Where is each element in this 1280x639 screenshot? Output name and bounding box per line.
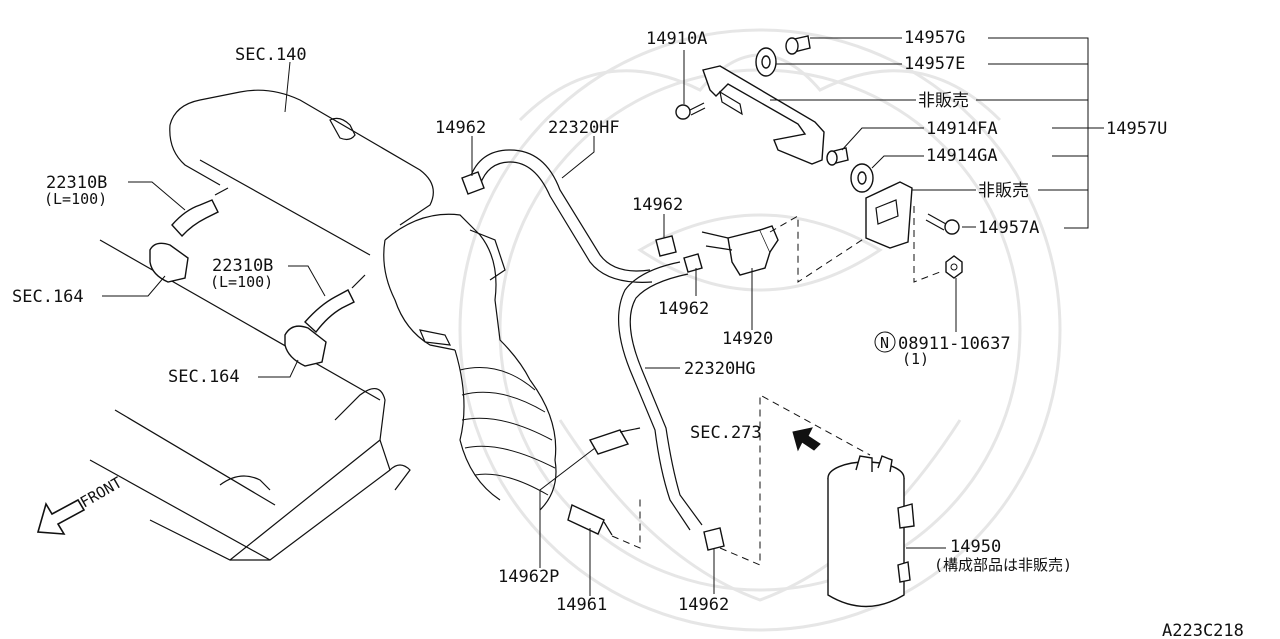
hose-22310b-lower bbox=[304, 274, 366, 334]
hose-22320hg bbox=[618, 261, 703, 531]
label-22320hg: 22320HG bbox=[684, 359, 756, 379]
label-08911-quantity: (1) bbox=[902, 350, 929, 368]
charcoal-canister-14950 bbox=[827, 455, 915, 608]
label-14962-bottom: 14962 bbox=[678, 595, 729, 615]
clamp-14962-top bbox=[461, 171, 485, 195]
guide-clip-dashed bbox=[611, 495, 641, 549]
arrow-sec273-icon bbox=[792, 427, 821, 452]
label-14962p: 14962P bbox=[498, 567, 559, 587]
leader-lines bbox=[102, 37, 1104, 596]
label-front: FRONT bbox=[77, 473, 125, 511]
hose-22320hf bbox=[469, 149, 653, 283]
label-08911-10637: 08911-10637 bbox=[898, 334, 1011, 354]
guide-nut-dashed bbox=[913, 206, 941, 283]
clamp-14962-bottom bbox=[703, 527, 725, 551]
label-sec164-upper: SEC.164 bbox=[12, 287, 84, 307]
label-22310b-upper-length: (L=100) bbox=[44, 190, 107, 208]
clamp-14962-mid bbox=[655, 235, 677, 257]
label-14962-top: 14962 bbox=[435, 118, 486, 138]
clamp-14962-low bbox=[683, 253, 703, 273]
clip-14961 bbox=[567, 504, 613, 536]
grommet-14914ga bbox=[850, 163, 874, 193]
label-14920: 14920 bbox=[722, 329, 773, 349]
label-14962-mid: 14962 bbox=[632, 195, 683, 215]
label-not-for-sale-upper: 非販売 bbox=[918, 91, 969, 111]
throttle-body bbox=[383, 213, 531, 381]
label-14961: 14961 bbox=[556, 595, 607, 615]
figure-reference-code: A223C218 bbox=[1162, 621, 1244, 639]
label-22310b-upper: 22310B bbox=[46, 173, 107, 193]
label-sec273: SEC.273 bbox=[690, 423, 762, 443]
label-14957e: 14957E bbox=[904, 54, 965, 74]
hose-22310b-upper bbox=[171, 187, 229, 238]
label-14950-note: (構成部品は非販売) bbox=[934, 556, 1072, 574]
label-sec164-lower: SEC.164 bbox=[168, 367, 240, 387]
label-14957u: 14957U bbox=[1106, 119, 1167, 139]
label-14957a: 14957A bbox=[978, 218, 1039, 238]
bracket-lower bbox=[865, 181, 913, 249]
intake-manifold bbox=[169, 89, 434, 256]
guide-valve-dashed bbox=[769, 215, 869, 283]
label-22310b-lower-length: (L=100) bbox=[210, 273, 273, 291]
label-14950: 14950 bbox=[950, 537, 1001, 557]
label-14910a: 14910A bbox=[646, 29, 707, 49]
collar-14914fa bbox=[826, 147, 849, 166]
label-22310b-lower: 22310B bbox=[212, 256, 273, 276]
label-22320hf: 22320HF bbox=[548, 118, 620, 138]
front-arrow-icon bbox=[36, 498, 86, 535]
grommet-14957e bbox=[755, 47, 777, 77]
bolt-14910a bbox=[675, 102, 706, 120]
air-duct-bellows bbox=[454, 349, 557, 511]
collar-14957g bbox=[785, 35, 811, 55]
label-sec140: SEC.140 bbox=[235, 45, 307, 65]
nut-08911 bbox=[945, 255, 963, 279]
label-14957g: 14957G bbox=[904, 28, 965, 48]
nut-marker: N bbox=[874, 331, 896, 353]
bracket-upper bbox=[702, 65, 825, 165]
bolt-14957a bbox=[925, 213, 960, 235]
label-not-for-sale-lower: 非販売 bbox=[978, 181, 1029, 201]
clamp-14962p bbox=[588, 427, 641, 455]
label-14962-low: 14962 bbox=[658, 299, 709, 319]
cylinder-head bbox=[89, 239, 411, 561]
nut-symbol: N bbox=[880, 334, 889, 352]
label-14914ga: 14914GA bbox=[926, 146, 998, 166]
evap-valve-14920 bbox=[701, 225, 779, 276]
guide-canister-dashed bbox=[719, 394, 871, 566]
label-14914fa: 14914FA bbox=[926, 119, 998, 139]
vsv-valve-lower bbox=[284, 325, 327, 367]
vsv-valve-upper bbox=[149, 242, 189, 283]
